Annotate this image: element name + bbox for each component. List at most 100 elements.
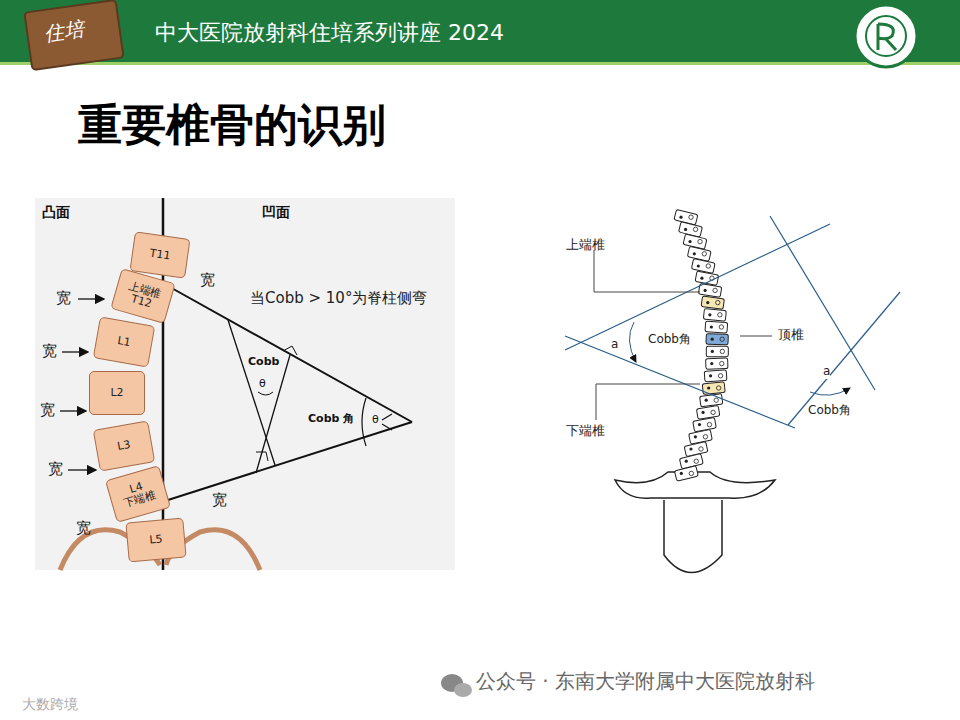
pedicle bbox=[706, 264, 710, 268]
arrow bbox=[78, 298, 104, 299]
vertebra-box: L5 bbox=[125, 518, 186, 563]
pedicle bbox=[714, 398, 718, 402]
pedicle bbox=[703, 435, 707, 439]
pedicle bbox=[720, 349, 724, 353]
pedicle bbox=[694, 459, 698, 463]
perpendicular bbox=[228, 320, 275, 465]
pedicle bbox=[701, 411, 704, 414]
angle-tick bbox=[382, 414, 392, 430]
pedicle bbox=[711, 350, 714, 353]
angle-symbol: a bbox=[823, 365, 830, 379]
vertebra-outline bbox=[687, 246, 711, 261]
pedicle bbox=[710, 325, 713, 328]
leader-line bbox=[594, 250, 700, 292]
badge bbox=[24, 0, 123, 70]
pedicle bbox=[718, 374, 722, 378]
pedicle bbox=[699, 447, 703, 451]
lower-endplate-line bbox=[565, 336, 795, 428]
header-bar bbox=[0, 0, 960, 62]
pedicle bbox=[710, 362, 713, 365]
side-label: 凸面 bbox=[42, 204, 70, 220]
perpendicular bbox=[770, 216, 875, 390]
pelvis bbox=[615, 472, 775, 573]
angle-arc bbox=[629, 322, 636, 362]
pedicle bbox=[708, 313, 711, 316]
pedicle bbox=[711, 410, 715, 414]
logo bbox=[855, 5, 917, 67]
vertebra-outline bbox=[705, 321, 728, 333]
header-text: 中大医院放射科住培系列讲座 2024 bbox=[155, 20, 504, 45]
vertebra-outline bbox=[701, 296, 724, 309]
wechat-icon bbox=[454, 683, 472, 697]
pedicle bbox=[700, 277, 703, 280]
pedicle bbox=[705, 399, 708, 402]
right-angle bbox=[283, 346, 297, 355]
angle-label: Cobb角 bbox=[648, 333, 691, 347]
pedicle bbox=[679, 216, 682, 219]
wide-label: 宽 bbox=[42, 343, 57, 360]
vertebra-box: T11 bbox=[129, 231, 190, 278]
pedicle bbox=[689, 215, 693, 219]
perpendicular bbox=[256, 355, 290, 473]
header-rule bbox=[0, 62, 960, 65]
vertebra-outline bbox=[703, 308, 726, 321]
angle-symbol: a bbox=[611, 338, 618, 352]
vertebra-label: L2 bbox=[110, 387, 123, 399]
pedicle bbox=[689, 471, 693, 475]
pedicle bbox=[702, 252, 706, 256]
callout: 上端椎 bbox=[566, 238, 605, 253]
pedicle bbox=[694, 435, 697, 438]
note: 当Cobb > 10°为脊柱侧弯 bbox=[250, 290, 427, 307]
angle-symbol: θ bbox=[259, 378, 266, 391]
vertebra-outline bbox=[674, 466, 698, 481]
pedicle bbox=[698, 423, 701, 426]
pedicle bbox=[716, 300, 720, 304]
vertebra-outline bbox=[696, 406, 719, 420]
arrow bbox=[60, 410, 86, 411]
vertebra-label: T11 bbox=[149, 248, 171, 262]
vertebra-outline bbox=[689, 429, 713, 444]
lower-endplate-line bbox=[168, 422, 412, 500]
vertebra-outline bbox=[700, 394, 723, 407]
slide-title: 重要椎骨的识别 bbox=[78, 100, 386, 151]
vertebra-label: L3 bbox=[117, 439, 132, 453]
arrow bbox=[68, 469, 96, 470]
pedicle bbox=[693, 252, 696, 255]
vertebra-outline bbox=[706, 346, 728, 357]
arrow bbox=[62, 351, 88, 352]
perpendicular bbox=[788, 292, 900, 425]
right-angle bbox=[256, 452, 268, 461]
pedicle bbox=[719, 325, 723, 329]
wide-label: 宽 bbox=[76, 520, 91, 537]
vertebra-outline bbox=[693, 417, 717, 431]
leader-line bbox=[596, 384, 700, 420]
angle-arc bbox=[258, 392, 273, 395]
pedicle bbox=[716, 386, 720, 390]
figure-ground bbox=[35, 198, 455, 570]
vertebra-label: L5 bbox=[149, 534, 163, 547]
logo-ring bbox=[866, 16, 906, 56]
vertebra-outline bbox=[706, 358, 728, 369]
pedicle bbox=[693, 227, 697, 231]
pedicle bbox=[709, 374, 712, 377]
vertebra-box: L2 bbox=[89, 371, 145, 415]
pedicle bbox=[698, 239, 702, 243]
upper-endplate-line bbox=[565, 224, 830, 350]
pedicle bbox=[713, 288, 717, 292]
vertebra-outline bbox=[698, 284, 721, 298]
pedicle bbox=[718, 313, 722, 317]
pedicle bbox=[706, 301, 709, 304]
pedicle bbox=[707, 386, 710, 389]
pedicle bbox=[711, 338, 714, 341]
wide-label: 宽 bbox=[40, 402, 55, 419]
wide-label: 宽 bbox=[48, 461, 63, 478]
wide-label: 宽 bbox=[56, 290, 71, 307]
angle-arc bbox=[362, 398, 366, 446]
pedicle bbox=[720, 337, 724, 341]
angle-label: Cobb bbox=[248, 356, 279, 369]
pedicle bbox=[688, 240, 691, 243]
pedicle bbox=[720, 361, 724, 365]
vertebra-label: 下端椎 bbox=[122, 489, 157, 509]
leader-line bbox=[740, 336, 772, 337]
vertebra-label: L1 bbox=[117, 335, 132, 349]
